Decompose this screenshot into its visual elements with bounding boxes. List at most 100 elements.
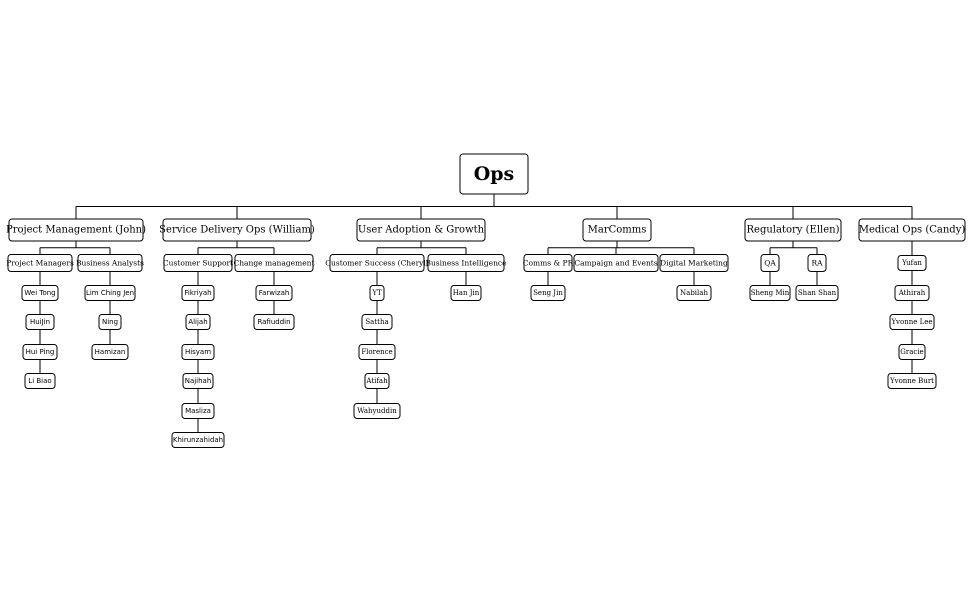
- org-node-mc-t2: Campaign and Events: [573, 254, 659, 272]
- org-node-box: [358, 344, 396, 360]
- org-node-ops: Ops: [459, 153, 529, 195]
- org-node-label: Yufan: [901, 259, 922, 267]
- org-node-label: Masliza: [185, 407, 211, 415]
- org-node-p7: Hamizan: [91, 344, 129, 360]
- org-node-box: [530, 285, 566, 301]
- org-node-box: [369, 285, 385, 301]
- org-node-reg-t1: QA: [760, 254, 780, 272]
- org-node-label: Atifah: [365, 377, 388, 385]
- org-node-box: [364, 373, 390, 389]
- org-node-label: Shan Shan: [798, 289, 837, 297]
- org-node-box: [749, 285, 791, 301]
- org-node-box: [795, 285, 839, 301]
- org-node-p2: HuiJin: [25, 314, 55, 330]
- org-node-box: [25, 314, 55, 330]
- org-node-label: Yvonne Lee: [890, 318, 932, 326]
- org-node-label: MarComms: [588, 225, 647, 236]
- org-node-box: [427, 254, 505, 272]
- org-node-box: [8, 218, 144, 242]
- org-node-label: Khirunzahidah: [173, 436, 223, 444]
- org-node-label: HuiJin: [30, 318, 50, 326]
- org-node-pm: Project Management (John): [6, 218, 146, 242]
- org-node-label: Sattha: [365, 318, 388, 326]
- org-node-label: Florence: [361, 348, 392, 356]
- org-node-uag-t2: Business Intelligence: [425, 254, 507, 272]
- org-node-label: Seng Jin: [533, 289, 563, 297]
- org-node-uag-t1: Customer Success (Cheryl): [325, 254, 429, 272]
- org-node-box: [162, 218, 312, 242]
- org-node-p1: Wei Tong: [21, 285, 59, 301]
- org-node-box: [356, 218, 486, 242]
- org-node-box: [897, 255, 927, 271]
- org-node-p22: Seng Jin: [530, 285, 566, 301]
- org-node-box: [98, 314, 122, 330]
- org-node-box: [234, 254, 314, 272]
- org-node-p5: Lim Ching Jen: [84, 285, 136, 301]
- org-node-label: Athirah: [898, 289, 926, 297]
- org-node-label: Han Jin: [453, 289, 480, 297]
- org-node-box: [7, 254, 73, 272]
- org-node-label: Ning: [102, 318, 118, 326]
- org-node-box: [898, 344, 926, 360]
- org-node-label: YT: [371, 289, 382, 297]
- org-node-box: [253, 314, 295, 330]
- org-node-box: [171, 432, 225, 448]
- org-node-sdo-t2: Change management: [233, 254, 315, 272]
- org-node-box: [21, 285, 59, 301]
- org-node-box: [185, 314, 211, 330]
- org-node-p28: Yvonne Lee: [889, 314, 935, 330]
- org-node-p9: Alijah: [185, 314, 211, 330]
- org-node-p26: Yufan: [897, 255, 927, 271]
- org-node-p20: Wahyuddin: [353, 403, 401, 419]
- org-node-box: [807, 254, 827, 272]
- org-node-label: Ops: [474, 163, 515, 185]
- org-node-box: [573, 254, 659, 272]
- org-node-box: [255, 285, 293, 301]
- org-node-sdo: Service Delivery Ops (William): [159, 218, 315, 242]
- org-node-box: [361, 314, 393, 330]
- org-node-label: Najihah: [185, 377, 212, 385]
- org-node-p19: Atifah: [364, 373, 390, 389]
- org-node-label: Lim Ching Jen: [86, 289, 134, 297]
- org-node-box: [181, 285, 215, 301]
- org-node-p10: Hisyam: [181, 344, 215, 360]
- org-node-label: Change management: [233, 259, 314, 268]
- org-node-box: [182, 373, 214, 389]
- org-node-box: [659, 254, 729, 272]
- org-node-reg: Regulatory (Ellen): [744, 218, 842, 242]
- org-node-label: Service Delivery Ops (William): [159, 225, 315, 236]
- org-node-box: [858, 218, 966, 242]
- org-node-p4: Li Biao: [24, 373, 56, 389]
- org-node-label: Alijah: [188, 318, 207, 326]
- org-node-label: Business Intelligence: [425, 259, 507, 268]
- org-node-label: Project Management (John): [6, 225, 146, 236]
- org-node-label: Digital Marketing: [660, 259, 728, 268]
- org-node-label: Nabilah: [680, 289, 708, 297]
- org-node-p30: Yvonne Burt: [887, 373, 937, 389]
- org-node-box: [163, 254, 233, 272]
- org-node-uag: User Adoption & Growth: [356, 218, 486, 242]
- org-node-mc: MarComms: [582, 218, 652, 242]
- org-node-box: [353, 403, 401, 419]
- org-node-p27: Athirah: [894, 285, 930, 301]
- org-node-p24: Sheng Min: [749, 285, 791, 301]
- org-node-label: Hamizan: [95, 348, 126, 356]
- org-node-label: Li Biao: [28, 377, 51, 385]
- org-node-p13: Khirunzahidah: [171, 432, 225, 448]
- org-node-label: Campaign and Events: [574, 259, 657, 268]
- org-node-label: Rafiuddin: [257, 318, 290, 326]
- org-node-label: Project Managers: [6, 259, 74, 268]
- org-node-p29: Gracie: [898, 344, 926, 360]
- org-node-label: Customer Success (Cheryl): [325, 259, 429, 268]
- org-node-label: Wahyuddin: [357, 407, 397, 415]
- org-node-med: Medical Ops (Candy): [858, 218, 966, 242]
- org-node-box: [744, 218, 842, 242]
- org-node-mc-t1: Comms & PR: [523, 254, 574, 272]
- org-node-box: [450, 285, 482, 301]
- org-node-p15: Rafiuddin: [253, 314, 295, 330]
- org-node-mc-t3: Digital Marketing: [659, 254, 729, 272]
- org-node-box: [22, 344, 58, 360]
- org-node-pm-t1: Project Managers: [6, 254, 74, 272]
